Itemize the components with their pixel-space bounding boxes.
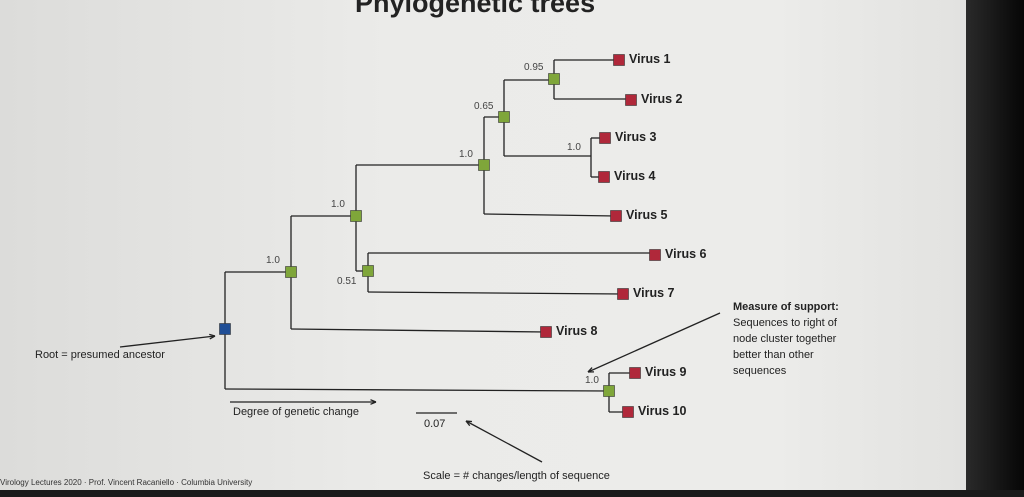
support-value: 1.0	[567, 142, 581, 153]
scale-arrow-head	[465, 420, 473, 427]
leaf-label: Virus 2	[641, 92, 683, 106]
leaf-label: Virus 3	[615, 130, 657, 144]
internal-node	[603, 385, 615, 397]
leaf-node	[629, 367, 641, 379]
support-value: 1.0	[459, 149, 473, 160]
degree-arrow-head	[370, 399, 377, 405]
scale-value: 0.07	[424, 418, 446, 430]
leaf-node	[649, 249, 661, 261]
support-note-line: better than other	[733, 349, 814, 361]
footer: Virology Lectures 2020 · Prof. Vincent R…	[0, 478, 253, 487]
leaf-node	[613, 54, 625, 66]
leaf-label: Virus 1	[629, 52, 671, 66]
support-value: 0.95	[524, 62, 544, 73]
support-value: 0.65	[474, 101, 494, 112]
leaf-node	[622, 406, 634, 418]
support-value: 1.0	[266, 255, 280, 266]
internal-node	[350, 210, 362, 222]
support-value: 1.0	[585, 375, 599, 386]
root-node	[219, 323, 231, 335]
leaf-label: Virus 7	[633, 286, 675, 300]
leaf-label: Virus 10	[638, 404, 687, 418]
slide	[0, 0, 966, 490]
screen-bottom-edge	[0, 490, 1024, 497]
internal-node	[285, 266, 297, 278]
leaf-label: Virus 8	[556, 324, 598, 338]
leaf-label: Virus 5	[626, 208, 668, 222]
root-arrow-head	[209, 333, 216, 340]
support-note-line: sequences	[733, 365, 787, 377]
leaf-label: Virus 4	[614, 169, 656, 183]
leaf-node	[610, 210, 622, 222]
root-arrow	[119, 335, 216, 348]
scale-arrow	[465, 420, 543, 463]
leaf-node	[625, 94, 637, 106]
internal-node	[548, 73, 560, 85]
support-note-line: Sequences to right of	[733, 317, 837, 329]
support-note-line: node cluster together	[733, 333, 837, 345]
scale-label: Scale = # changes/length of sequence	[423, 470, 610, 482]
degree-label: Degree of genetic change	[233, 406, 359, 418]
leaf-label: Virus 6	[665, 247, 707, 261]
internal-node	[478, 159, 490, 171]
slide-title: Phylogenetic trees	[355, 0, 596, 18]
screen-bezel	[966, 0, 1024, 497]
leaf-label: Virus 9	[645, 365, 687, 379]
support-note-heading: Measure of support:	[733, 301, 839, 313]
support-value: 0.51	[337, 276, 357, 287]
branch-line	[367, 291, 624, 295]
support-arrow-head	[587, 367, 595, 373]
leaf-node	[599, 132, 611, 144]
support-note: Measure of support: Sequences to right o…	[733, 299, 839, 379]
root-label: Root = presumed ancestor	[35, 349, 165, 361]
branch-line	[224, 388, 610, 392]
leaf-node	[617, 288, 629, 300]
support-value: 1.0	[331, 199, 345, 210]
leaf-node	[598, 171, 610, 183]
internal-node	[362, 265, 374, 277]
support-arrow	[587, 312, 721, 373]
leaf-node	[540, 326, 552, 338]
branch-line	[290, 328, 547, 333]
internal-node	[498, 111, 510, 123]
branch-line	[483, 213, 617, 217]
